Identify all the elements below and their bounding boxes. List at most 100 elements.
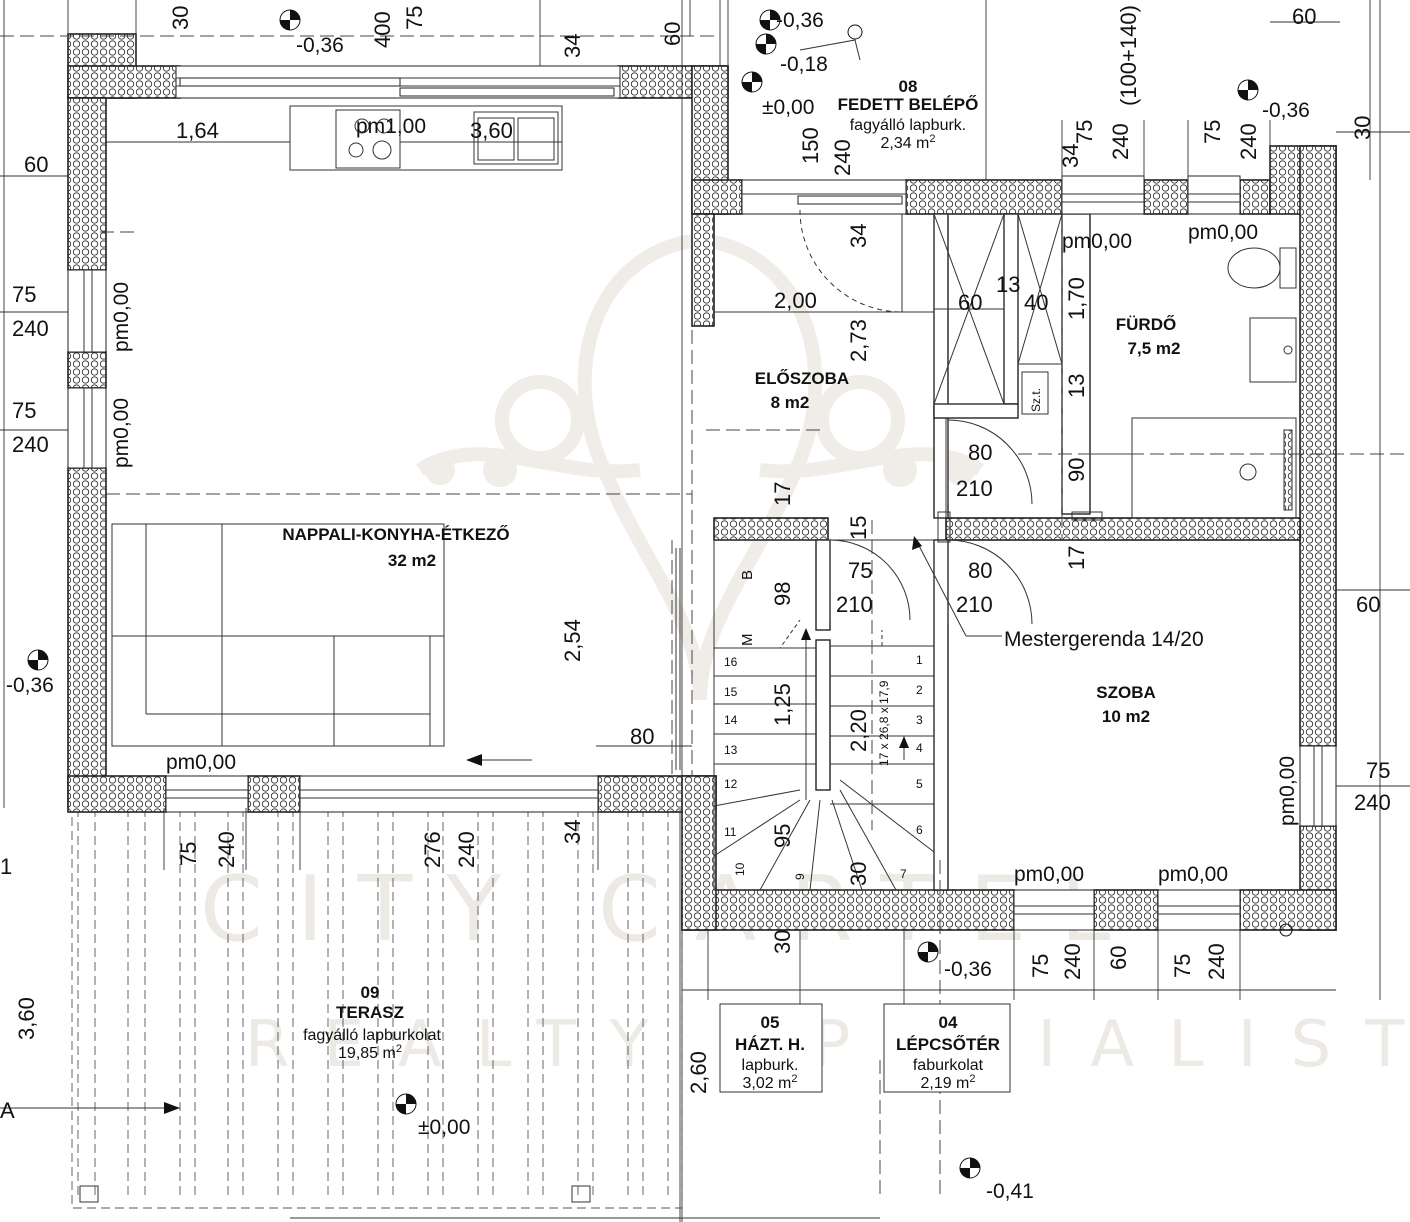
- dim-240e: 240: [1108, 123, 1133, 160]
- beam-label: Mestergerenda 14/20: [1004, 628, 1204, 651]
- dim-34a: 34: [560, 34, 585, 58]
- room-furdo-area: 7,5 m2: [1128, 339, 1181, 358]
- dim-30d: 30: [770, 930, 795, 954]
- stair-step-number: 4: [916, 741, 923, 755]
- dim-150: 150: [798, 127, 823, 164]
- room-hazt-area: 3,02 m2: [742, 1073, 797, 1092]
- room-lepcso-name: LÉPCSŐTÉR: [896, 1035, 1000, 1054]
- dim-240f: 240: [1236, 123, 1261, 160]
- stair-step-number: 10: [733, 862, 747, 876]
- dim-40: 40: [1024, 290, 1048, 315]
- stair-step-number: 14: [724, 713, 738, 727]
- dim-240h: 240: [214, 831, 239, 868]
- dim-240b: 240: [12, 316, 49, 341]
- dim-254: 2,54: [560, 619, 585, 662]
- sofa: [111, 523, 445, 747]
- dim-200: 2,00: [774, 288, 817, 313]
- room-terasz-area: 19,85 m2: [338, 1043, 402, 1062]
- room-fedett-name: FEDETT BELÉPŐ: [838, 95, 979, 114]
- dim-75f: 75: [848, 558, 872, 583]
- dim-125: 1,25: [770, 683, 795, 726]
- level-marker-icon: [395, 1093, 417, 1115]
- dim-60a: 60: [660, 22, 685, 46]
- room-hazt-number: 05: [761, 1013, 780, 1032]
- room-terasz-finish: fagyálló lapburkolat: [303, 1027, 441, 1044]
- level-terasz: ±0,00: [418, 1116, 470, 1139]
- stair-step-number: 16: [724, 655, 738, 669]
- sill-bath1: pm0,00: [1062, 230, 1132, 253]
- dim-75b: 75: [12, 282, 36, 307]
- sill-szoba-b1: pm0,00: [1014, 863, 1084, 886]
- room-eloszoba-name: ELŐSZOBA: [755, 369, 849, 388]
- kitchen-counter: [289, 105, 563, 171]
- room-fedett-number: 08: [899, 77, 918, 96]
- room-szoba-area: 10 m2: [1102, 707, 1150, 726]
- dim-75h: 75: [176, 842, 201, 866]
- dim-13b: 13: [1064, 374, 1089, 398]
- watermark-line2: REALTY SPECIALIST: [245, 1008, 1410, 1082]
- level-top3: -0,18: [780, 53, 828, 76]
- room-furdo-name: FÜRDŐ: [1116, 315, 1176, 334]
- dim-13a: 13: [996, 272, 1020, 297]
- dimension-texts: 30 400 75 34 60 1,64 3,60 60 75 240 75 2…: [0, 4, 1391, 1123]
- dim-60f: 60: [1106, 946, 1131, 970]
- dim-15: 15: [846, 516, 871, 540]
- level-marker-icon: [755, 33, 777, 55]
- dim-75j: 75: [1170, 954, 1195, 978]
- dim-90: 90: [1064, 458, 1089, 482]
- room-hazt-name: HÁZT. H.: [735, 1035, 805, 1054]
- stair-step-number: 1: [916, 653, 923, 667]
- dim-75i: 75: [1028, 954, 1053, 978]
- dim-34d: 34: [560, 820, 585, 844]
- sill-living-bottom: pm0,00: [166, 751, 236, 774]
- sill-szoba-right: pm0,00: [1276, 756, 1299, 826]
- room-hazt-finish: lapburk.: [742, 1057, 799, 1074]
- stair-step-number: 7: [900, 867, 907, 881]
- room-szoba-name: SZOBA: [1096, 683, 1156, 702]
- room-labels: NAPPALI-KONYHA-ÉTKEZŐ 32 m2 ELŐSZOBA 8 m…: [282, 77, 1180, 1062]
- dim-60e: 60: [1356, 592, 1380, 617]
- stair-step-number: 15: [724, 685, 738, 699]
- level-right-top: -0,36: [1262, 99, 1310, 122]
- dim-240k: 240: [1204, 943, 1229, 980]
- stair-step-number: 5: [916, 777, 923, 791]
- stair-step-number: 3: [916, 713, 923, 727]
- dim-34b: 34: [1058, 144, 1083, 168]
- dim-30a: 30: [168, 6, 193, 30]
- level-top4: ±0,00: [762, 96, 814, 119]
- doors: [799, 209, 1033, 625]
- stair-step-number: 12: [724, 777, 738, 791]
- dim-360b: 3,60: [14, 997, 39, 1040]
- level-marker-icon: [959, 1157, 981, 1179]
- sill-kitchen: pm1,00: [356, 115, 426, 138]
- level-marker-icon: [917, 941, 939, 963]
- level-marker-icon: [741, 71, 763, 93]
- level-top1: -0,36: [296, 34, 344, 57]
- level-left: -0,36: [6, 674, 54, 697]
- dim-60c: 60: [1292, 4, 1316, 29]
- windows: [67, 65, 1337, 931]
- stair-spec: 17 x 26,8 x 17,9: [877, 680, 891, 766]
- dim-210a: 210: [956, 476, 993, 501]
- dim-80b: 80: [968, 558, 992, 583]
- room-tag-hazt: 05 HÁZT. H. lapburk. 3,02 m2: [719, 1003, 823, 1093]
- sill-left2: pm0,00: [110, 398, 133, 468]
- dim-80c: 80: [630, 724, 654, 749]
- dim-75g: 75: [1366, 758, 1390, 783]
- dim-1: 1: [0, 854, 12, 879]
- sill-bath2: pm0,00: [1188, 221, 1258, 244]
- dim-240i: 240: [454, 831, 479, 868]
- room-lepcso-number: 04: [939, 1013, 958, 1032]
- room-terasz-number: 09: [361, 983, 380, 1002]
- room-terasz-name: TERASZ: [336, 1003, 404, 1022]
- dim-170: 1,70: [1064, 277, 1089, 320]
- dim-75d: 75: [1072, 120, 1097, 144]
- room-nappali-name: NAPPALI-KONYHA-ÉTKEZŐ: [282, 525, 509, 544]
- stair-step-number: 6: [916, 823, 923, 837]
- dim-75e: 75: [1200, 120, 1225, 144]
- dim-240j: 240: [1060, 943, 1085, 980]
- beam-annotation: Mestergerenda 14/20: [912, 536, 1204, 651]
- bathroom-fixtures: [1071, 247, 1297, 521]
